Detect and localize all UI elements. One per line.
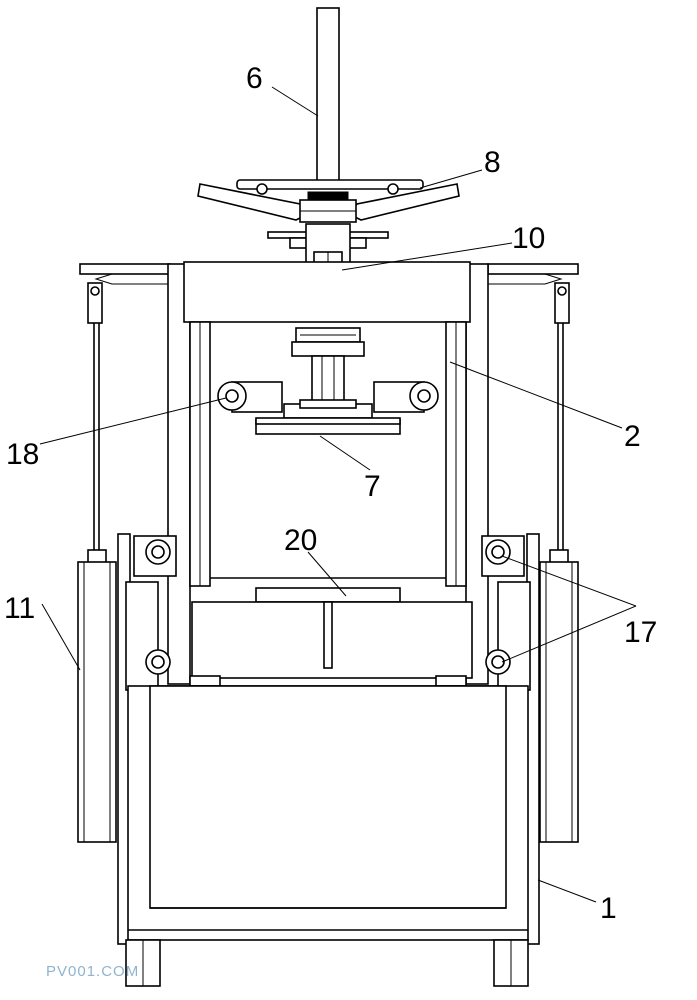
handwheel-8 — [197, 179, 460, 223]
watermark: PV001.COM — [46, 963, 139, 980]
label-8: 8 — [484, 146, 501, 179]
label-7: 7 — [364, 470, 381, 503]
label-11: 11 — [4, 592, 35, 625]
label-6: 6 — [246, 62, 263, 95]
bearing-assembly — [291, 327, 365, 403]
guide-rollers-17 — [117, 533, 540, 945]
part-labels: 6 8 10 2 18 7 20 11 17 1 — [4, 62, 657, 925]
lead-screw-6 — [316, 7, 340, 184]
label-20: 20 — [284, 524, 317, 557]
label-1: 1 — [600, 892, 617, 925]
cylinder-11 — [77, 549, 579, 843]
label-17: 17 — [624, 616, 657, 649]
press-plate-7 — [217, 381, 439, 435]
leader-lines — [39, 86, 637, 903]
press-frame-2 — [167, 261, 489, 685]
machine-base-1 — [125, 685, 529, 987]
label-10: 10 — [512, 222, 545, 255]
workpiece-20 — [189, 587, 473, 687]
label-18: 18 — [6, 438, 39, 471]
label-2: 2 — [624, 420, 641, 453]
top-side-arms — [79, 263, 579, 552]
